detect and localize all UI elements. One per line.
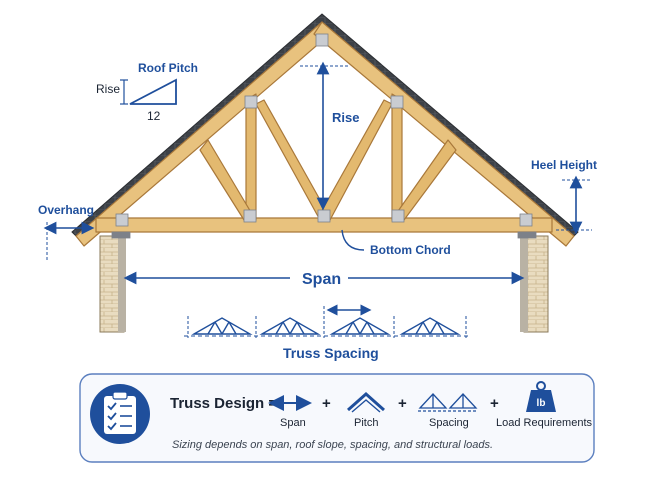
roof-peak-icon (347, 391, 385, 413)
mini-truss-icon (259, 317, 321, 335)
truss-pair-icon (418, 393, 478, 412)
rise-label: Rise (332, 110, 359, 125)
overhang-label: Overhang (38, 203, 94, 217)
heel-height-label: Heel Height (531, 158, 597, 172)
formula-title: Truss Design = (170, 395, 277, 412)
formula-term-load: Load Requirements (496, 417, 593, 429)
gusset-plates (111, 33, 537, 239)
span-label: Span (302, 271, 341, 288)
right-outer-web (395, 139, 457, 221)
heel-height-dimension: Heel Height (531, 158, 597, 235)
right-vertical-web (391, 93, 403, 221)
left-inner-web (255, 99, 329, 221)
pitch-run-label: 12 (147, 109, 161, 123)
truss-spacing-diagram (184, 304, 470, 338)
formula-term-pitch: Pitch (354, 417, 378, 429)
span-dimension: Span (123, 271, 525, 288)
plus-sign: + (398, 395, 407, 412)
right-wall (520, 235, 549, 333)
formula-term-span: Span (280, 417, 306, 429)
mini-truss-icon (399, 317, 461, 335)
plus-sign: + (490, 395, 499, 412)
roof-truss (75, 21, 575, 247)
pitch-triangle-icon (129, 78, 177, 105)
bottom-chord-callout: Bottom Chord (341, 229, 451, 257)
formula-term-spacing: Spacing (429, 417, 469, 429)
weight-lb-text: lb (537, 398, 546, 409)
bottom-chord-label: Bottom Chord (370, 243, 451, 257)
roof-pitch-inset: Roof Pitch Rise 12 (96, 61, 198, 123)
mini-truss-icon (329, 317, 391, 335)
right-top-chord (313, 21, 575, 247)
left-vertical-web (245, 93, 257, 221)
mini-truss-icon (191, 317, 253, 335)
truss-spacing-label: Truss Spacing (283, 345, 379, 361)
rise-dimension: Rise (300, 61, 359, 211)
left-top-chord (75, 21, 331, 247)
clipboard-checklist-icon (90, 384, 150, 444)
pitch-rise-label: Rise (96, 82, 120, 96)
weight-lb-icon: lb (526, 381, 556, 412)
roof-pitch-label: Roof Pitch (138, 61, 198, 75)
overhang-dimension: Overhang (38, 203, 95, 262)
formula-panel: Truss Design = Span + Pitch + Spacing + … (79, 373, 595, 463)
left-wall (99, 235, 126, 333)
formula-caption: Sizing depends on span, roof slope, spac… (172, 439, 493, 451)
left-outer-web (199, 139, 253, 221)
plus-sign: + (322, 395, 331, 412)
